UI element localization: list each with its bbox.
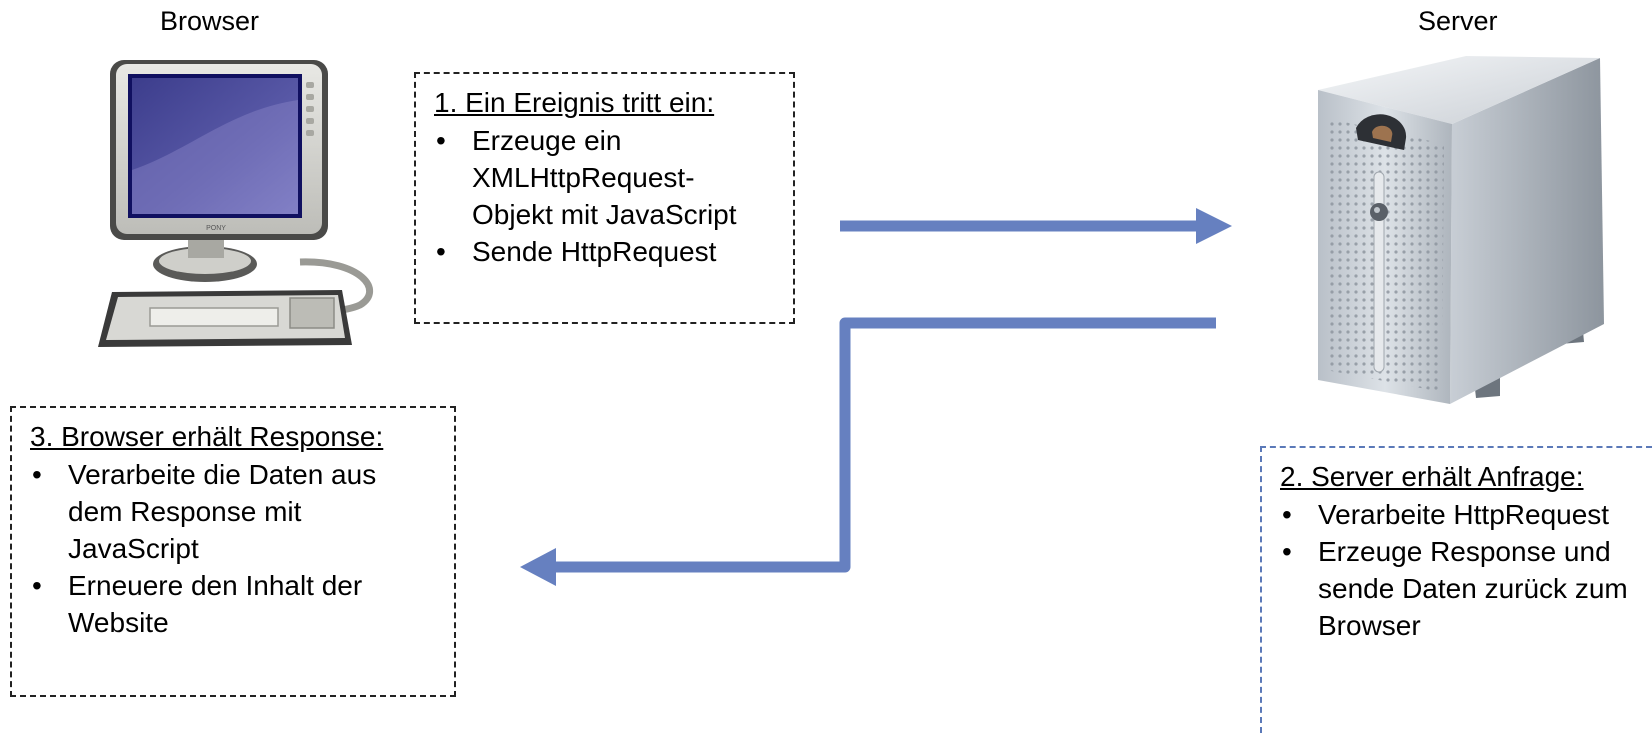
list-item: Erzeuge Response und sende Daten zurück … [1282, 533, 1634, 644]
step-1-title: 1. Ein Ereignis tritt ein: [434, 87, 715, 118]
request-arrow [840, 208, 1232, 244]
server-icon [1318, 56, 1604, 404]
step-3-title: 3. Browser erhält Response: [30, 421, 384, 452]
list-item: Sende HttpRequest [436, 233, 775, 270]
list-item: Erzeuge ein XMLHttpRequest-Objekt mit Ja… [436, 122, 775, 233]
browser-label: Browser [160, 6, 260, 36]
step-3-box: 3. Browser erhält Response: Verarbeite d… [10, 406, 456, 697]
list-item: Verarbeite die Daten aus dem Response mi… [32, 456, 436, 567]
step-2-title: 2. Server erhält Anfrage: [1280, 461, 1584, 492]
step-1-list: Erzeuge ein XMLHttpRequest-Objekt mit Ja… [434, 122, 775, 270]
list-item: Verarbeite HttpRequest [1282, 496, 1634, 533]
step-2-list: Verarbeite HttpRequest Erzeuge Response … [1280, 496, 1634, 644]
computer-icon: PONY [98, 60, 374, 347]
step-1-box: 1. Ein Ereignis tritt ein: Erzeuge ein X… [414, 72, 795, 324]
brand-label: PONY [206, 225, 226, 232]
step-3-list: Verarbeite die Daten aus dem Response mi… [30, 456, 436, 641]
step-2-box: 2. Server erhält Anfrage: Verarbeite Htt… [1260, 446, 1652, 733]
response-arrow [520, 317, 1216, 586]
server-label: Server [1418, 6, 1498, 36]
list-item: Erneuere den Inhalt der Website [32, 567, 436, 641]
